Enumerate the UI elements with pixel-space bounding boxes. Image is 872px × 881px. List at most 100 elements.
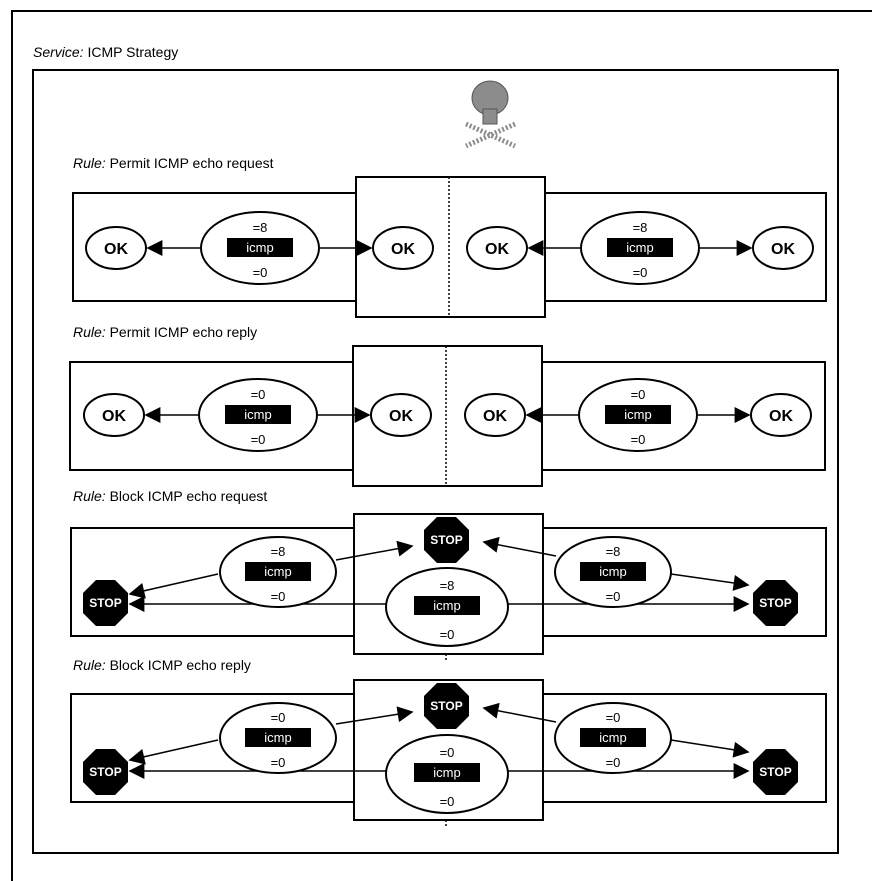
ok-label: OK (485, 241, 509, 258)
ok-label: OK (104, 241, 128, 258)
icmp-protocol-label: icmp (599, 730, 626, 745)
icmp-protocol-box (580, 562, 646, 581)
ok-label: OK (389, 408, 413, 425)
rule-title-block-reply: Rule: Block ICMP echo reply (73, 657, 251, 673)
icmp-packet-center: =8 icmp =0 (385, 567, 509, 647)
rule-label: Rule: (73, 324, 106, 340)
icmp-code-value: =0 (633, 265, 648, 280)
rule-name: Permit ICMP echo request (109, 155, 274, 171)
stop-label: STOP (89, 596, 121, 610)
icmp-protocol-box (580, 728, 646, 747)
icmp-code-value: =0 (631, 432, 646, 447)
stop-octagon: STOP (424, 683, 469, 729)
icmp-type-value: =0 (631, 387, 646, 402)
stop-label: STOP (89, 765, 121, 779)
icmp-protocol-label: icmp (599, 564, 626, 579)
icmp-type-value: =8 (271, 544, 286, 559)
icmp-type-value: =0 (440, 745, 455, 760)
icmp-protocol-box (245, 562, 311, 581)
icmp-code-value: =0 (253, 265, 268, 280)
service-name: ICMP Strategy (87, 44, 179, 60)
icmp-type-value: =0 (606, 710, 621, 725)
ok-oval: OK (464, 393, 526, 437)
icmp-code-value: =0 (440, 627, 455, 642)
stop-label: STOP (430, 533, 462, 547)
icmp-protocol-label: icmp (264, 564, 291, 579)
icmp-type-value: =8 (253, 220, 268, 235)
stop-label: STOP (759, 765, 791, 779)
ok-oval: OK (372, 226, 434, 270)
ok-label: OK (771, 241, 795, 258)
icmp-packet-left: =0 icmp =0 (198, 378, 318, 452)
icmp-protocol-label: icmp (433, 765, 460, 780)
icmp-packet-right: =0 icmp =0 (578, 378, 698, 452)
icmp-protocol-box (607, 238, 673, 257)
icmp-code-value: =0 (606, 755, 621, 770)
icmp-protocol-box (605, 405, 671, 424)
icmp-protocol-box (245, 728, 311, 747)
icmp-packet-right: =0 icmp =0 (554, 702, 672, 774)
icmp-protocol-label: icmp (626, 240, 653, 255)
ok-oval: OK (750, 393, 812, 437)
skull-crossbones-icon (464, 80, 517, 149)
ok-label: OK (483, 408, 507, 425)
icmp-type-value: =0 (251, 387, 266, 402)
stop-octagon: STOP (83, 580, 128, 626)
icmp-packet-center: =0 icmp =0 (385, 734, 509, 814)
rule-block-echo-request: STOP STOP STOP =8 icmp =0 =8 icmp =0 =8 (70, 513, 827, 662)
icmp-protocol-label: icmp (624, 407, 651, 422)
icmp-packet-right: =8 icmp =0 (580, 211, 700, 285)
ok-oval: OK (83, 393, 145, 437)
icmp-type-value: =0 (271, 710, 286, 725)
rule-label: Rule: (73, 657, 106, 673)
icmp-protocol-box (227, 238, 293, 257)
rule-block-echo-reply: STOP STOP STOP =0 icmp =0 =0 icmp =0 =0 (70, 679, 827, 828)
service-box (32, 69, 839, 854)
rule-label: Rule: (73, 155, 106, 171)
ok-oval: OK (370, 393, 432, 437)
ok-oval: OK (752, 226, 814, 270)
ok-label: OK (102, 408, 126, 425)
icmp-code-value: =0 (606, 589, 621, 604)
stop-octagon: STOP (753, 580, 798, 626)
rule-name: Permit ICMP echo reply (109, 324, 258, 340)
icmp-protocol-label: icmp (264, 730, 291, 745)
service-label: Service: (33, 44, 84, 60)
rule-title-block-request: Rule: Block ICMP echo request (73, 488, 267, 504)
ok-oval: OK (466, 226, 528, 270)
page-top-border (11, 10, 872, 12)
icmp-packet-left: =0 icmp =0 (219, 702, 337, 774)
icmp-code-value: =0 (440, 794, 455, 809)
icmp-code-value: =0 (251, 432, 266, 447)
stop-octagon: STOP (753, 749, 798, 795)
icmp-protocol-box (414, 596, 480, 615)
rule-name: Block ICMP echo request (109, 488, 268, 504)
rule-title-permit-reply: Rule: Permit ICMP echo reply (73, 324, 257, 340)
icmp-packet-right: =8 icmp =0 (554, 536, 672, 608)
rule-label: Rule: (73, 488, 106, 504)
ok-label: OK (769, 408, 793, 425)
stop-octagon: STOP (424, 517, 469, 563)
ok-oval: OK (85, 226, 147, 270)
stop-label: STOP (759, 596, 791, 610)
page-left-border (11, 10, 13, 881)
icmp-code-value: =0 (271, 589, 286, 604)
icmp-protocol-box (225, 405, 291, 424)
icmp-protocol-label: icmp (244, 407, 271, 422)
stop-octagon: STOP (83, 749, 128, 795)
icmp-code-value: =0 (271, 755, 286, 770)
icmp-protocol-box (414, 763, 480, 782)
rule-permit-echo-reply: =0 icmp =0 =0 icmp =0 OK OK OK OK (69, 345, 826, 487)
icmp-protocol-label: icmp (433, 598, 460, 613)
icmp-packet-left: =8 icmp =0 (200, 211, 320, 285)
rule-name: Block ICMP echo reply (109, 657, 251, 673)
icmp-packet-left: =8 icmp =0 (219, 536, 337, 608)
rule-title-permit-request: Rule: Permit ICMP echo request (73, 155, 274, 171)
icmp-protocol-label: icmp (246, 240, 273, 255)
ok-label: OK (391, 241, 415, 258)
rule-permit-echo-request: =8 icmp =0 =8 icmp =0 OK OK OK OK (72, 176, 827, 318)
icmp-type-value: =8 (440, 578, 455, 593)
icmp-type-value: =8 (606, 544, 621, 559)
service-title: Service: ICMP Strategy (33, 44, 178, 60)
